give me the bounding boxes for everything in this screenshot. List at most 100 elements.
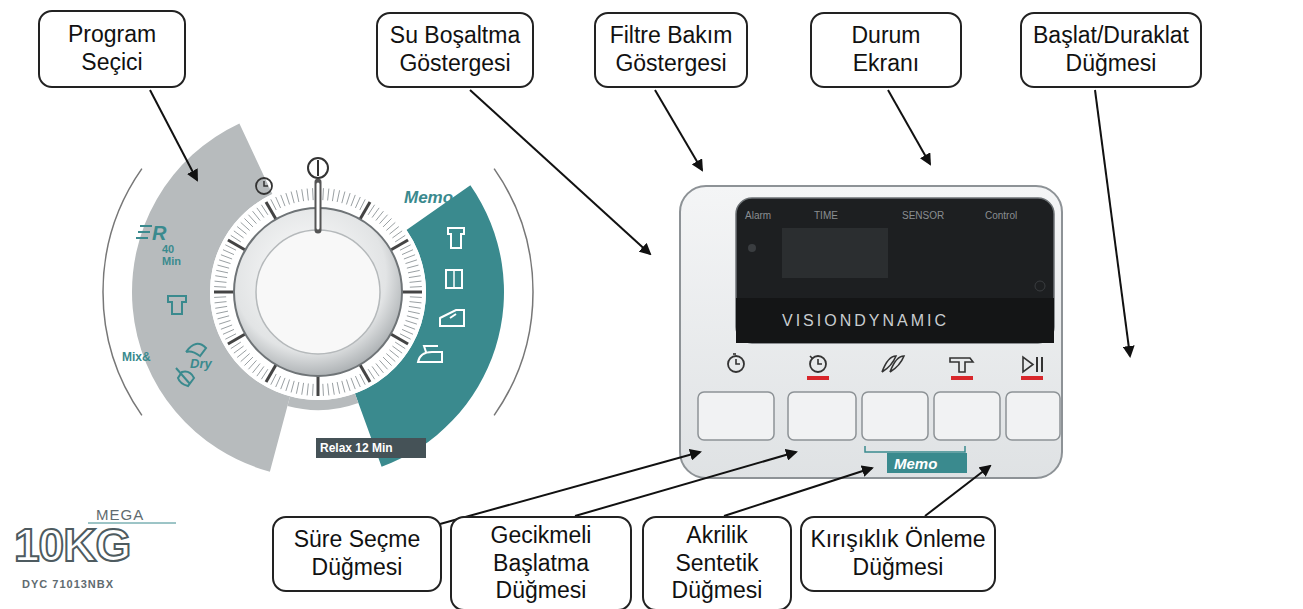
dial-pointer	[317, 184, 320, 228]
dial-tick	[218, 316, 230, 319]
control-panel	[680, 186, 1062, 478]
dial-tick	[216, 270, 228, 272]
clock-icon	[264, 181, 268, 186]
dial-tick	[360, 365, 370, 382]
dial-tick	[391, 240, 408, 250]
dial-tick	[332, 189, 334, 201]
callout-box: Kırışıklık Önleme Düğmesi	[800, 516, 996, 592]
dial-tick	[271, 374, 276, 385]
dial-tick	[276, 376, 281, 387]
program-label: Relax 12 Min	[320, 441, 393, 455]
dial-tick	[391, 334, 408, 344]
dial-tick	[372, 366, 379, 376]
program-icon	[448, 228, 464, 248]
callout-text: Program Seçici	[46, 21, 178, 76]
dial-tick	[410, 296, 422, 298]
dial-tick	[266, 365, 276, 382]
dial-tick	[395, 342, 405, 349]
dial-tick	[234, 346, 244, 353]
callout-box: Durum Ekranı	[810, 12, 962, 88]
dial-tick	[405, 320, 416, 324]
dial-tick	[405, 260, 416, 264]
program-icon	[168, 296, 186, 314]
dial-tick	[291, 381, 294, 393]
dial-tick	[286, 193, 290, 204]
dial-tick	[409, 276, 421, 278]
dial-pointer	[315, 182, 322, 230]
callout-box: Program Seçici	[38, 10, 186, 88]
program-icon	[446, 270, 462, 288]
callout-text: Su Boşaltma Göstergesi	[384, 22, 526, 77]
dial-tick	[368, 205, 375, 215]
callout-text: Durum Ekranı	[818, 22, 954, 77]
dial-tick	[408, 311, 420, 313]
dial-tick	[400, 245, 411, 250]
dial-tick	[402, 329, 413, 334]
dial-tick	[291, 192, 294, 204]
dial-tick	[228, 334, 245, 344]
program-label: Memo	[404, 188, 453, 208]
program-label: Dry	[190, 356, 212, 371]
dial-tick	[237, 350, 246, 358]
dial-tick	[407, 316, 419, 319]
logo-label: 10KG	[14, 522, 130, 568]
dial-tick	[328, 189, 329, 201]
dial-tick	[312, 384, 314, 396]
callout-box: Akrilik Sentetik Düğmesi	[642, 516, 792, 609]
program-label: Mix&	[122, 350, 151, 364]
dial-tick	[408, 270, 420, 272]
dial-face	[210, 184, 426, 400]
dial-tick	[216, 311, 228, 313]
dial-tick	[383, 218, 391, 226]
program-icon	[136, 226, 152, 238]
dial-tick	[248, 360, 256, 369]
power-icon	[308, 158, 328, 178]
dial-tick	[322, 384, 324, 396]
dial-tick	[376, 363, 384, 372]
dial-tick	[215, 302, 227, 303]
program-icon	[186, 344, 206, 356]
dial-tick	[286, 379, 290, 390]
dial-tick	[386, 354, 395, 362]
dial-tick	[346, 379, 350, 390]
dial-tick	[392, 346, 402, 353]
dial-tick	[231, 235, 241, 242]
dial-tick	[410, 286, 422, 288]
callout-box: Filtre Bakım Göstergesi	[594, 12, 748, 88]
dial-tick	[302, 189, 304, 201]
program-icon	[418, 346, 442, 362]
program-label: R	[152, 222, 166, 245]
callout-box: Su Boşaltma Göstergesi	[376, 12, 534, 88]
dial-tick	[228, 240, 245, 250]
dial-tick	[257, 208, 264, 218]
leader-lines	[150, 90, 1130, 524]
dial-tick	[215, 306, 227, 308]
program-label: 40 Min	[162, 244, 186, 267]
dial-tick	[372, 208, 379, 218]
memo-label: Memo	[894, 455, 937, 472]
dial-tick	[402, 291, 422, 294]
callout-text: Kırışıklık Önleme Düğmesi	[808, 526, 988, 581]
dial-tick	[281, 378, 285, 389]
callout-box: Gecikmeli Başlatma Düğmesi	[450, 516, 632, 609]
dial-tick	[218, 265, 230, 268]
dial-knob-cap	[256, 230, 380, 354]
dial-tick	[214, 286, 226, 288]
dial-tick	[383, 357, 391, 365]
dial-tick	[215, 281, 227, 282]
dial-tick	[409, 302, 421, 303]
dial-frame-arc	[494, 169, 533, 416]
dial-tick	[223, 250, 234, 255]
dial-tick	[409, 281, 421, 282]
dial-tick	[253, 363, 261, 372]
dial-tick	[400, 334, 411, 339]
dial-tick	[296, 190, 298, 202]
relax-strip	[316, 438, 426, 458]
display-label: Control	[985, 210, 1017, 221]
callout-text: Süre Seçme Düğmesi	[280, 526, 434, 581]
callout-text: Akrilik Sentetik Düğmesi	[650, 522, 784, 605]
dial-tick	[402, 250, 413, 255]
dial-tick	[360, 374, 365, 385]
dial-tick	[221, 325, 232, 329]
dial-tick	[337, 382, 339, 394]
